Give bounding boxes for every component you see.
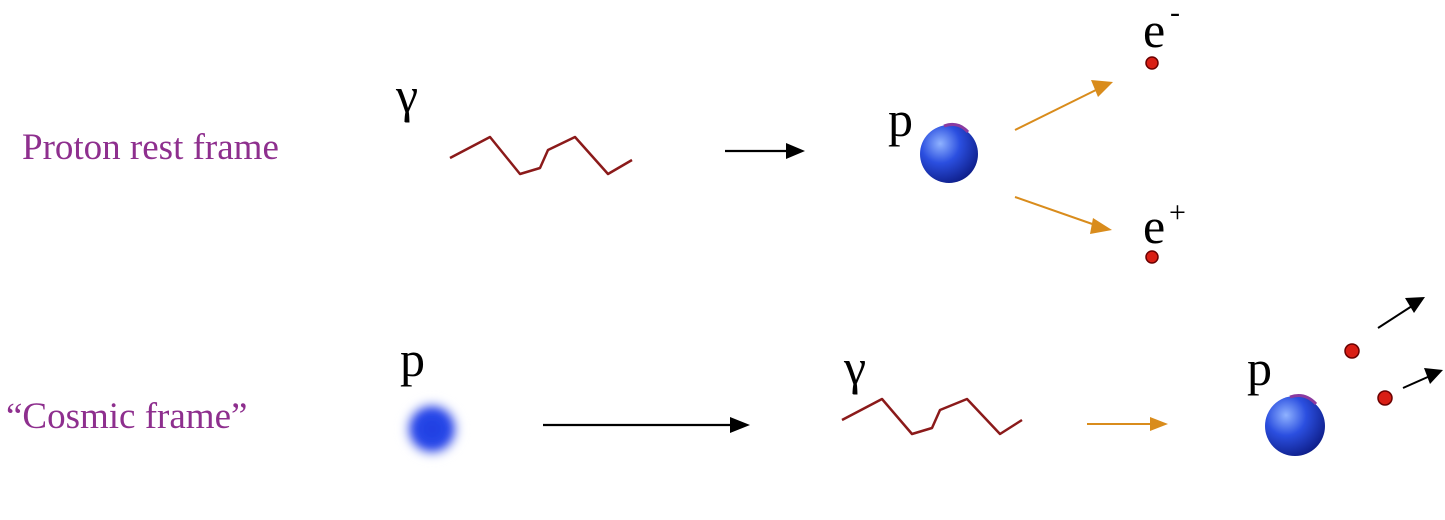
rest-frame-label: Proton rest frame <box>22 127 279 168</box>
product-arrow-lower-head <box>1424 368 1443 384</box>
moving-proton-symbol: p <box>400 331 425 387</box>
electron-charge: - <box>1170 0 1180 29</box>
proton-highlight-rest <box>943 123 970 134</box>
photon-gamma-symbol-cosmic: γ <box>843 339 866 395</box>
product-dot-upper <box>1344 343 1360 359</box>
product-dot-lower <box>1377 390 1393 406</box>
photon-wave-rest <box>449 135 633 176</box>
positron-symbol: e <box>1143 198 1165 254</box>
positron-arrow-head <box>1090 218 1112 234</box>
proton-sphere-rest <box>920 125 978 183</box>
photon-gamma-symbol-rest: γ <box>395 67 418 123</box>
proton-highlight-cosmic <box>1289 394 1318 406</box>
product-arrow-lower <box>1402 375 1431 389</box>
positron-arrow <box>1014 196 1099 227</box>
positron-charge: + <box>1169 196 1186 229</box>
cosmic-frame-label: “Cosmic frame” <box>6 396 247 437</box>
proton-symbol-rest: p <box>888 91 913 147</box>
electron-arrow-head <box>1091 80 1113 97</box>
proton-sphere-cosmic <box>1265 396 1325 456</box>
proton-motion-arrow-head <box>730 417 750 433</box>
interaction-arrow-head-rest <box>786 143 805 159</box>
electron-dot <box>1145 56 1159 70</box>
electron-symbol: e <box>1143 2 1165 58</box>
electron-arrow <box>1014 87 1101 131</box>
product-arrow-upper <box>1377 305 1413 329</box>
product-arrow-upper-head <box>1405 297 1425 313</box>
moving-proton-blurred-sphere <box>400 397 464 461</box>
photon-wave-cosmic <box>841 397 1023 436</box>
proton-symbol-cosmic: p <box>1247 340 1272 396</box>
photon-motion-arrow-head <box>1150 417 1168 431</box>
positron-dot <box>1145 250 1159 264</box>
